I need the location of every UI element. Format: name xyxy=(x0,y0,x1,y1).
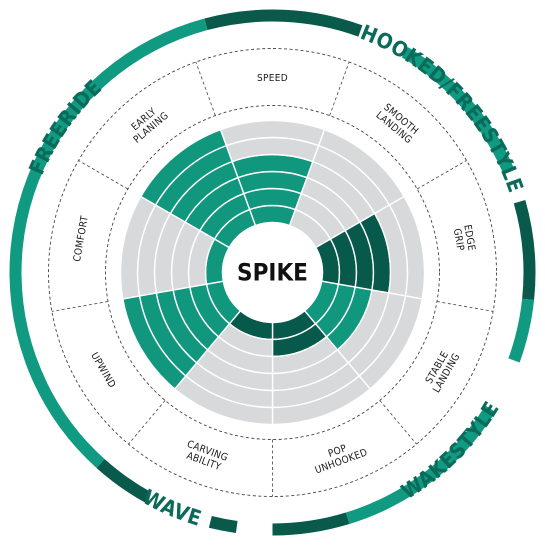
attribute-label: CARVINGABILITY xyxy=(182,439,230,474)
category-ring xyxy=(9,9,536,536)
divider-line xyxy=(379,400,417,445)
ring-segment xyxy=(345,405,496,525)
ring-segment xyxy=(96,459,151,503)
category-label: WAKESTYLE xyxy=(397,397,504,504)
attribute-label: COMFORT xyxy=(72,215,91,263)
divider-line xyxy=(128,400,166,445)
bar-segment xyxy=(139,128,228,206)
sector-edge-grip xyxy=(314,195,426,300)
ring-segment xyxy=(508,298,535,363)
ring-segment xyxy=(9,18,208,388)
center-circle xyxy=(223,223,322,322)
outer-dashed-ring xyxy=(48,48,497,497)
category-label: FREERIDE xyxy=(24,75,106,178)
category-label: WAVE xyxy=(139,485,205,531)
sector-early-planing xyxy=(139,128,257,249)
divider-line xyxy=(416,160,467,190)
divider-line xyxy=(329,61,350,116)
divider-line xyxy=(51,301,109,312)
ring-segment xyxy=(401,47,515,175)
sector-speed xyxy=(219,119,326,227)
sector-pop-unhooked xyxy=(271,309,372,426)
bar-segment xyxy=(248,204,297,227)
sector-smooth-landing xyxy=(288,128,406,249)
ring-segment xyxy=(272,512,350,536)
attribute-label: STABLELANDING xyxy=(422,346,463,395)
attribute-label: EARLYPLANING xyxy=(125,102,171,146)
ring-segment xyxy=(208,516,238,533)
sector-comfort xyxy=(119,195,231,300)
divider-line xyxy=(436,301,494,312)
attribute-label: EDGEGRIP xyxy=(450,224,476,254)
attribute-label: SPEED xyxy=(257,73,288,84)
ring-segment xyxy=(204,9,363,37)
sector-carving-ability xyxy=(173,309,274,426)
bar-segments xyxy=(119,119,426,426)
divider-line xyxy=(195,61,216,116)
sector-stable-landing xyxy=(303,280,424,390)
attribute-label: POPUNHOOKED xyxy=(310,437,369,477)
attribute-label: SMOOTHLANDING xyxy=(373,101,420,146)
attribute-label: UPWIND xyxy=(88,351,117,390)
inner-dashed-ring xyxy=(105,105,440,440)
divider-line xyxy=(78,160,129,190)
ring-segment xyxy=(25,358,105,468)
chart-title: SPIKE xyxy=(237,259,308,287)
ring-segment xyxy=(513,200,536,300)
